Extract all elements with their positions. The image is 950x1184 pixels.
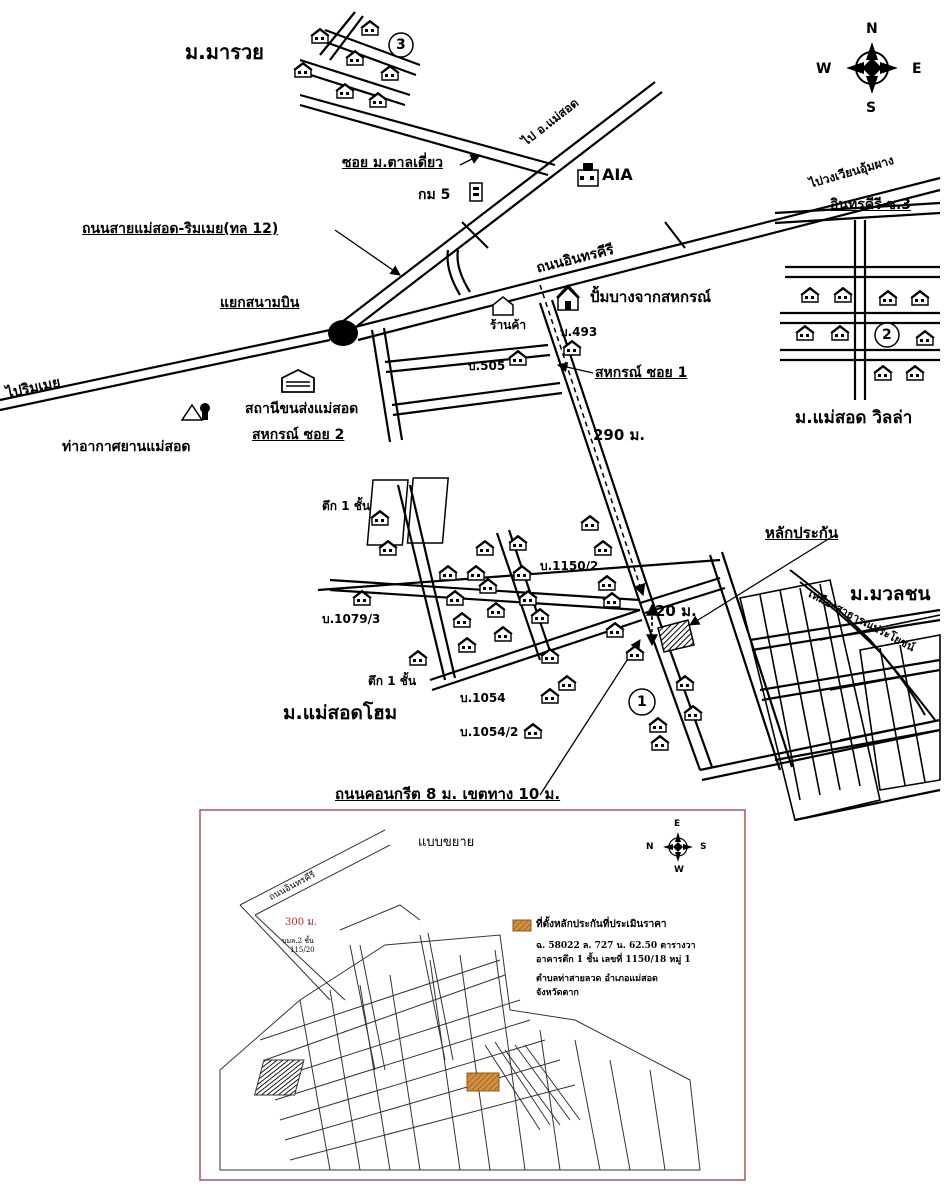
- label-airport-junction: แยกสนามบิน: [220, 295, 300, 311]
- label-building-1floor-a: ตึก 1 ชั้น: [322, 499, 371, 513]
- label-distance-20: 20 ม.: [655, 602, 697, 620]
- label-sahakorn-soi2: สหกรณ์ ซอย 2: [252, 427, 345, 443]
- km5-marker-icon: [469, 182, 483, 202]
- inset-compass-w: W: [674, 865, 684, 875]
- airport-icon: [180, 403, 210, 421]
- inset-compass-n: N: [646, 842, 654, 852]
- canal: [789, 569, 926, 716]
- inset-deed-line: ฉ. 58022 ล. 727 น. 62.50 ตารางวา: [536, 941, 696, 951]
- junction-marker: [328, 320, 358, 346]
- marker-1: 1: [637, 694, 647, 710]
- label-house-1079-3: บ.1079/3: [322, 612, 381, 626]
- marker-circles: [388, 32, 900, 716]
- inset-legend-label: ที่ตั้งหลักประกันที่ประเมินราคา: [536, 919, 667, 930]
- legend-swatch: [512, 919, 532, 932]
- label-maesot-villa: ม.แม่สอด วิลล่า: [795, 408, 913, 428]
- inset-house-note-b: 115/20: [290, 946, 315, 954]
- label-km5: กม 5: [418, 187, 451, 203]
- label-house-1150-2: บ.1150/2: [540, 559, 599, 573]
- inset-collateral-plot: [466, 1072, 500, 1092]
- label-house-1054: บ.1054: [460, 691, 506, 705]
- compass-n: N: [866, 21, 878, 37]
- inset-location-line2: จังหวัดตาก: [536, 988, 579, 998]
- label-building-1floor-b: ตึก 1 ชั้น: [368, 674, 417, 688]
- collateral-plot: [657, 619, 695, 653]
- transport-station-icon: [281, 368, 315, 393]
- label-soi-talad: ซอย ม.ตาลเดี่ยว: [342, 155, 444, 171]
- aia-building-icon: [577, 163, 599, 187]
- inset-map: [219, 829, 701, 1171]
- inset-building-line: อาคารตึก 1 ชั้น เลขที่ 1150/18 หมู่ 1: [536, 955, 691, 965]
- inset-house-note-a: บมล.2 ชั้น: [282, 937, 314, 945]
- label-gas-station: ปั้มบางจากสหกรณ์: [590, 288, 712, 306]
- label-concrete-road: ถนนคอนกรีต 8 ม. เขตทาง 10 ม.: [335, 785, 561, 803]
- inset-compass-e: E: [674, 819, 681, 829]
- label-aia: AIA: [602, 165, 633, 184]
- marker-3: 3: [396, 37, 406, 53]
- compass-s: S: [866, 100, 877, 116]
- mawonchon-plots: [739, 579, 941, 821]
- inset-compass-s: S: [700, 842, 707, 852]
- compass-w: W: [816, 61, 832, 77]
- label-house-493: บ.493: [560, 325, 598, 339]
- label-collateral: หลักประกัน: [765, 524, 839, 542]
- label-inthonkhiri-soi3: อินทรคีรี ซ.3: [830, 197, 912, 213]
- compass-e: E: [912, 61, 922, 77]
- inset-title: แบบขยาย: [418, 835, 475, 850]
- inset-frame: [199, 809, 746, 1181]
- label-shop: ร้านค้า: [490, 318, 527, 332]
- label-airport: ท่าอากาศยานแม่สอด: [62, 439, 191, 455]
- inset-dist-300: 300 ม.: [285, 917, 318, 928]
- label-house-505: บ.505: [468, 359, 506, 373]
- label-marawai: ม.มารวย: [185, 40, 264, 64]
- inset-location-line1: ตำบลท่าสายลวด อำเภอแม่สอด: [536, 974, 658, 984]
- label-maesot-home: ม.แม่สอดโฮม: [283, 702, 398, 724]
- gas-station-icon: [556, 284, 580, 311]
- label-house-1054-2: บ.1054/2: [460, 725, 519, 739]
- label-transport-station: สถานีขนส่งแม่สอด: [245, 401, 359, 417]
- shop-icon: [492, 296, 514, 316]
- inset-compass-icon: [663, 832, 693, 862]
- label-sahakorn-soi1: สหกรณ์ ซอย 1: [595, 365, 688, 381]
- label-mawonchon: ม.มวลชน: [850, 583, 931, 605]
- compass-icon: [846, 42, 898, 94]
- marker-2: 2: [882, 327, 892, 343]
- label-road-maesot-rimmoei: ถนนสายแม่สอด-ริมเมย(ทล 12): [82, 221, 279, 237]
- label-distance-290: 290 ม.: [593, 426, 646, 444]
